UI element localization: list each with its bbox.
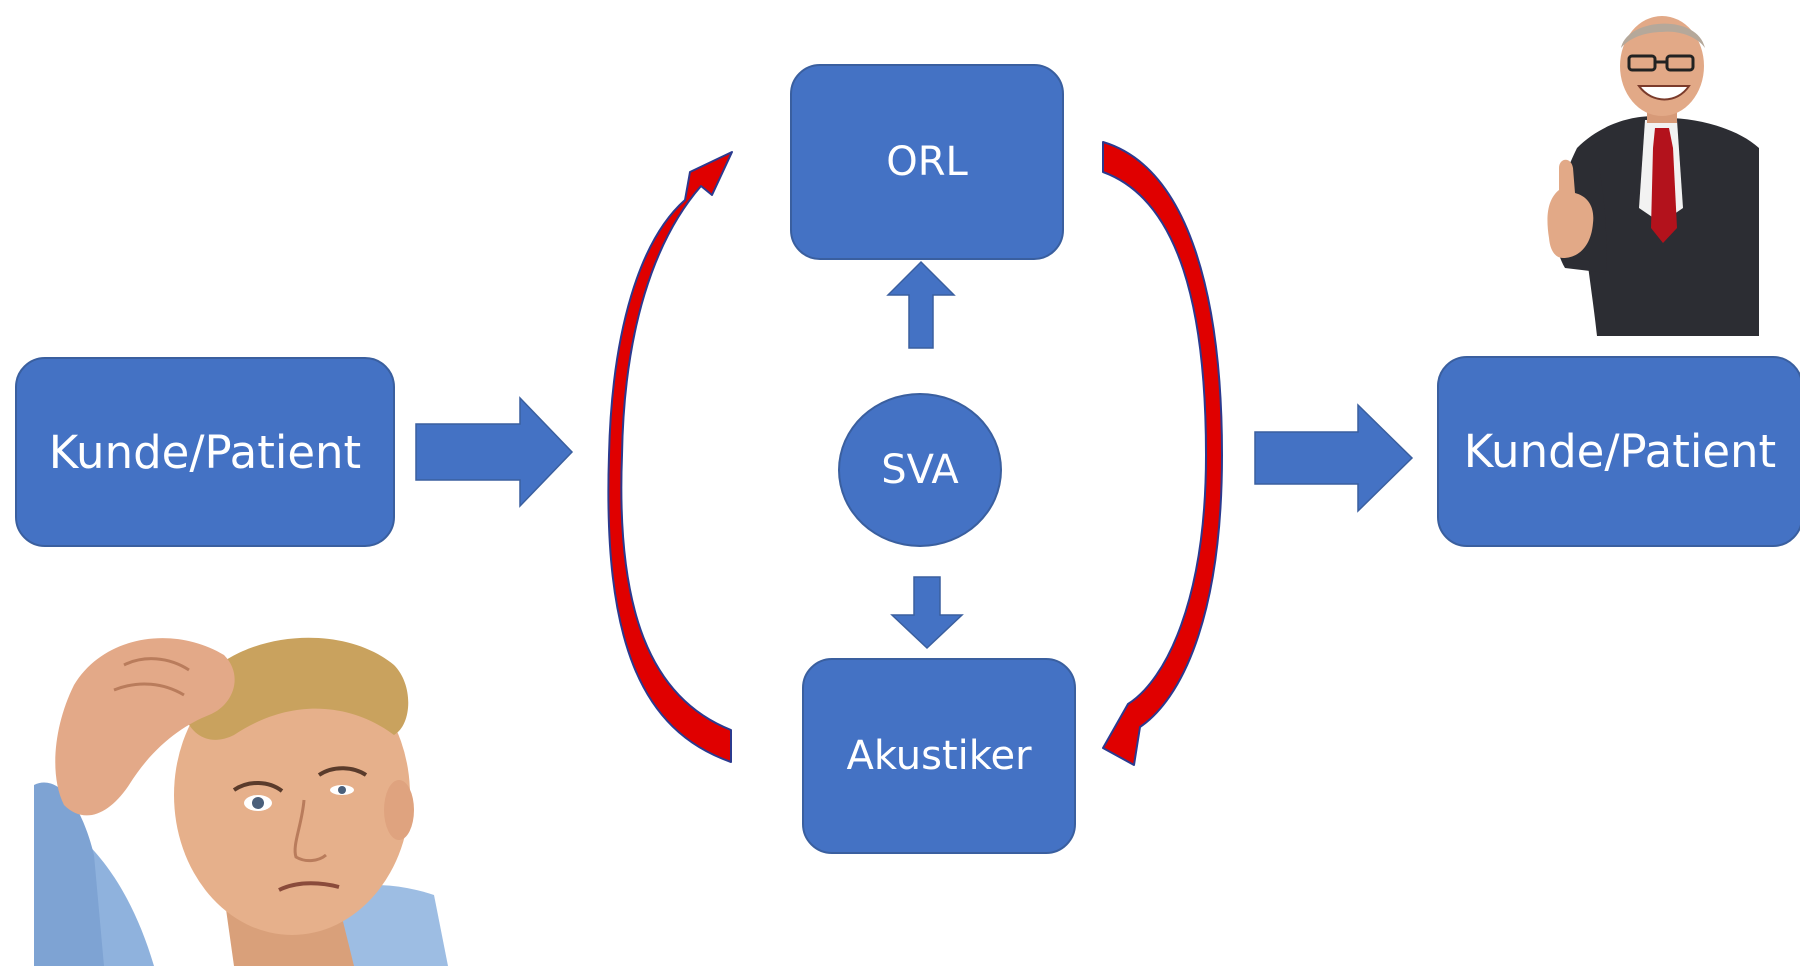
orl-box: ORL	[790, 64, 1064, 260]
sva-label: SVA	[881, 447, 959, 493]
customer-end-label: Kunde/Patient	[1463, 425, 1777, 478]
orl-label: ORL	[886, 139, 968, 185]
customer-start-box: Kunde/Patient	[15, 357, 395, 547]
arrow-right-out-of-cycle	[1254, 403, 1414, 513]
arrow-down-sva-to-akustiker	[890, 576, 964, 650]
akustiker-box: Akustiker	[802, 658, 1076, 854]
thumbs-up-businessman-photo	[1537, 8, 1762, 336]
confused-man-photo	[34, 625, 448, 966]
customer-end-box: Kunde/Patient	[1437, 356, 1800, 547]
sva-ellipse: SVA	[838, 393, 1002, 547]
arrow-up-sva-to-orl	[886, 260, 956, 349]
curved-arrow-akustiker-to-orl	[607, 151, 733, 763]
akustiker-label: Akustiker	[846, 733, 1032, 779]
curved-arrow-orl-to-akustiker	[1102, 141, 1223, 766]
customer-start-label: Kunde/Patient	[48, 425, 362, 479]
arrow-right-into-cycle	[415, 396, 574, 508]
